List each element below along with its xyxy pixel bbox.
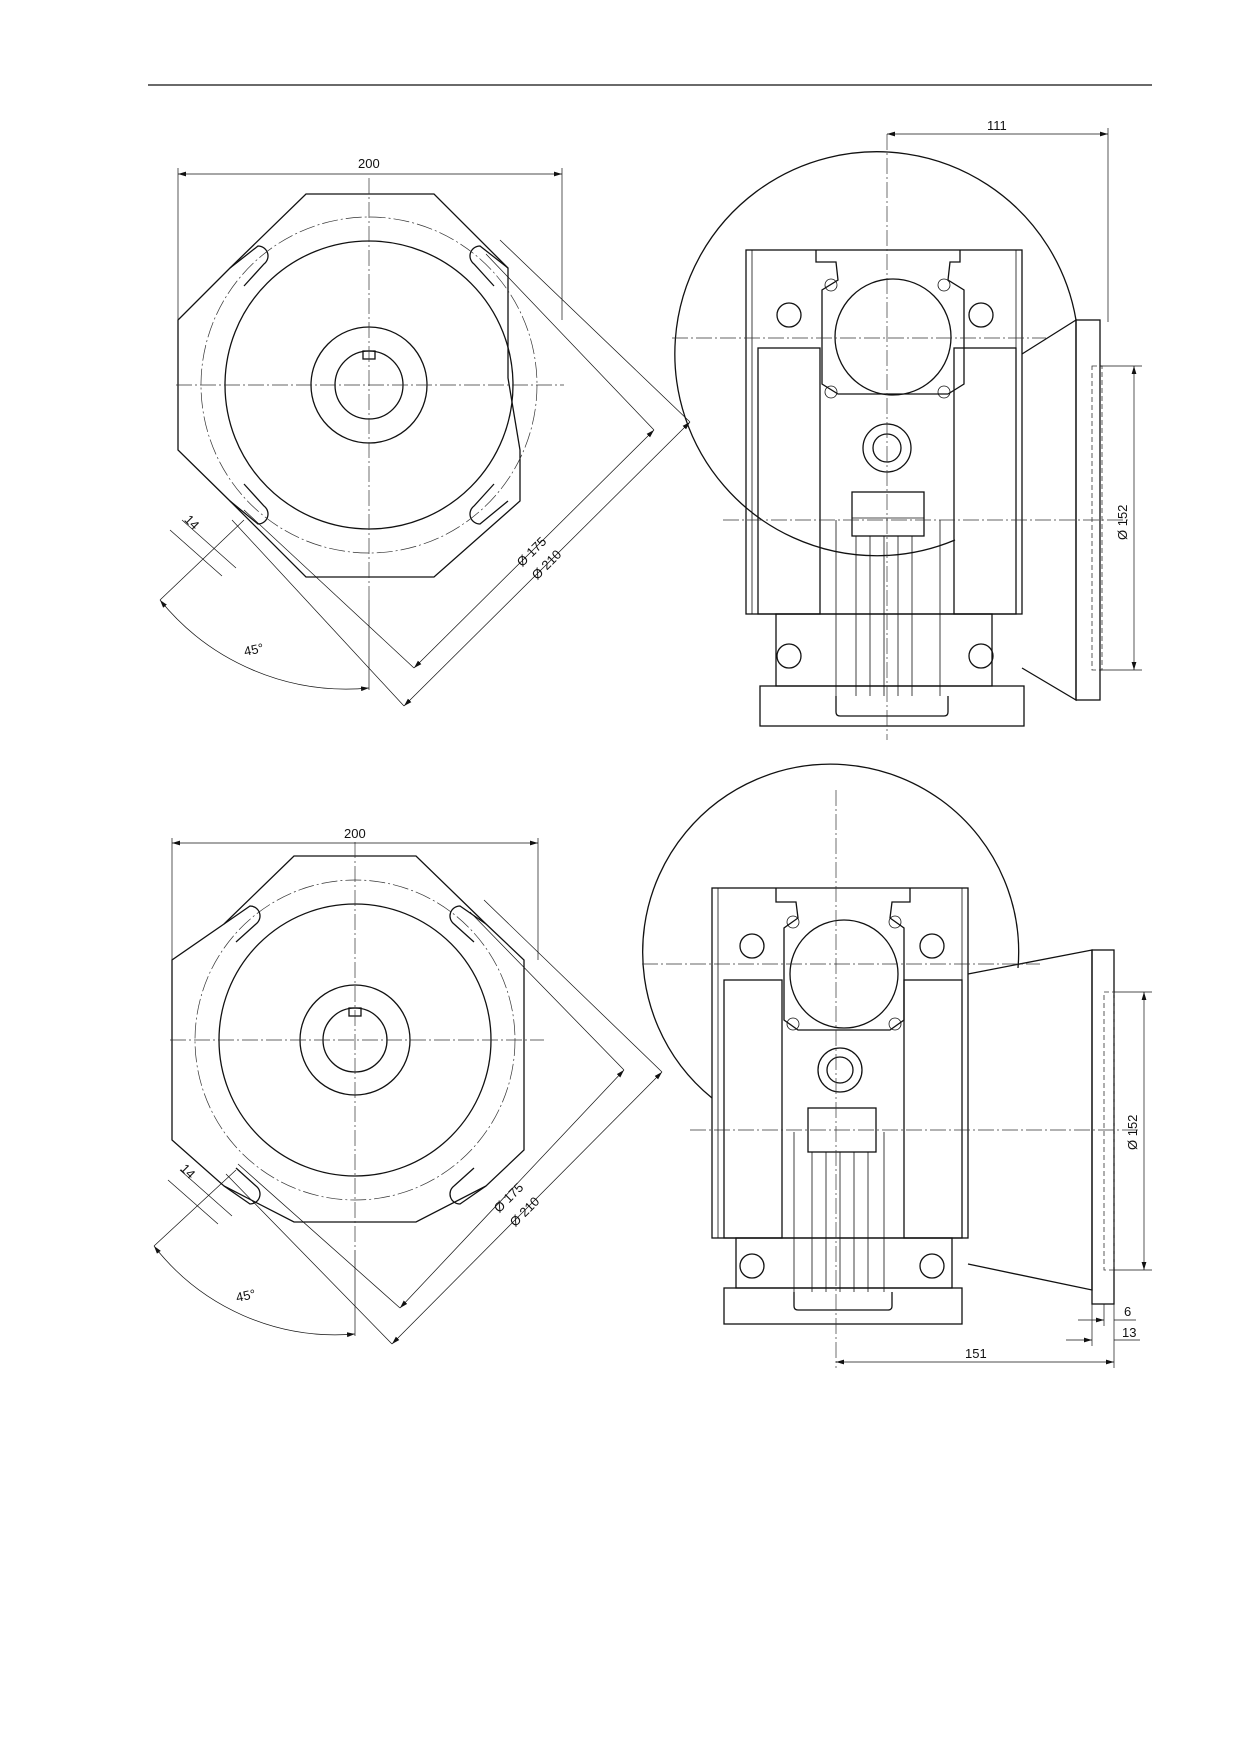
dim-top-offset: 111 (987, 118, 1007, 133)
dim-top-pilot-diameter: Ø 152 (1115, 505, 1130, 540)
dim-bottom-spigot-length: 13 (1122, 1325, 1136, 1340)
flange-front-dimensions-bottom (153, 838, 663, 1345)
gearbox-side-view-top (672, 134, 1130, 740)
dim-bottom-slot-angle: 45° (235, 1286, 257, 1305)
dim-bottom-overall-length: 151 (965, 1346, 987, 1361)
dim-bottom-slot-width: 14 (178, 1161, 199, 1182)
dim-top-flange-width: 200 (358, 156, 380, 171)
dim-bottom-flange-width: 200 (344, 826, 366, 841)
gearbox-side-view-bottom (642, 763, 1140, 1368)
dim-bottom-pilot-diameter: Ø 152 (1125, 1115, 1140, 1150)
flange-front-view-top (176, 178, 564, 600)
gearbox-side-dimensions-top (887, 128, 1142, 671)
dim-top-slot-width: 14 (182, 512, 203, 533)
gearbox-side-dimensions-bottom (836, 991, 1152, 1368)
dim-bottom-flange-thickness: 6 (1124, 1304, 1131, 1319)
flange-front-view-bottom (170, 842, 544, 1250)
dim-top-slot-angle: 45° (243, 640, 265, 659)
flange-front-dimensions-top (159, 168, 691, 707)
